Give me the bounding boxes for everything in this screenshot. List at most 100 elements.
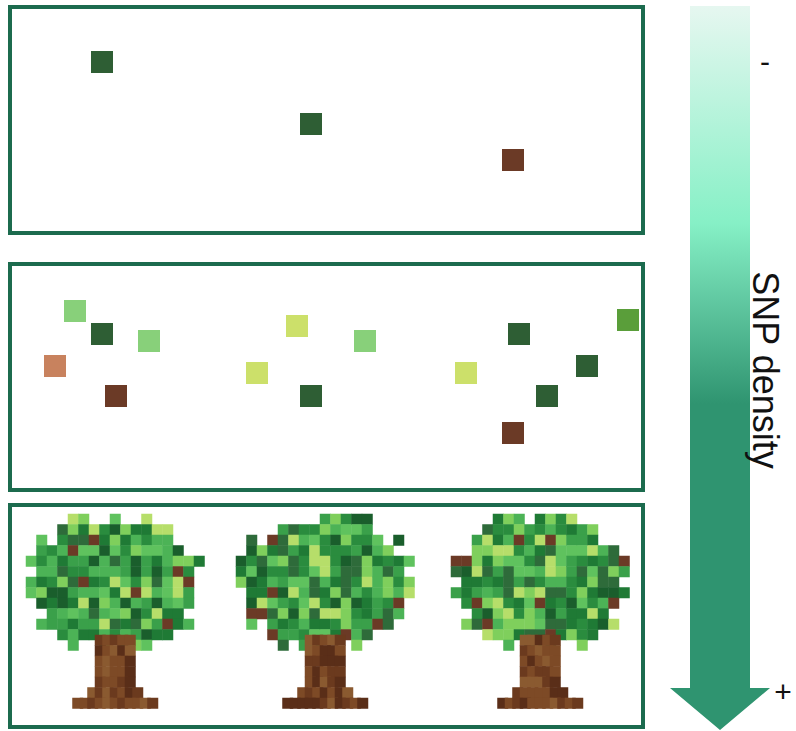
- snp-square: [351, 640, 362, 651]
- snp-square: [141, 587, 152, 598]
- snp-square: [300, 385, 322, 407]
- snp-square: [47, 587, 58, 598]
- snp-square: [246, 545, 257, 556]
- snp-square: [131, 556, 142, 567]
- snp-square: [131, 524, 142, 535]
- snp-square: [545, 619, 556, 630]
- snp-square: [152, 619, 163, 630]
- snp-square: [110, 556, 121, 567]
- snp-square: [68, 598, 79, 609]
- snp-square: [125, 656, 136, 667]
- snp-square: [320, 608, 331, 619]
- snp-square: [566, 587, 577, 598]
- snp-square: [545, 545, 556, 556]
- snp-square: [362, 566, 373, 577]
- snp-square: [503, 619, 514, 630]
- snp-square: [472, 587, 483, 598]
- snp-square: [472, 545, 483, 556]
- snp-square: [78, 535, 89, 546]
- snp-square: [278, 535, 289, 546]
- snp-square: [246, 619, 257, 630]
- snp-square: [535, 545, 546, 556]
- snp-square: [587, 629, 598, 640]
- snp-square: [99, 566, 110, 577]
- snp-square: [246, 566, 257, 577]
- snp-square: [393, 608, 404, 619]
- snp-square: [68, 566, 79, 577]
- snp-square: [383, 619, 394, 630]
- snp-square: [566, 598, 577, 609]
- snp-square: [372, 598, 383, 609]
- snp-square: [288, 535, 299, 546]
- snp-square: [341, 524, 352, 535]
- snp-square: [288, 587, 299, 598]
- snp-square: [550, 677, 561, 688]
- snp-square: [351, 514, 362, 525]
- snp-square: [89, 577, 100, 588]
- snp-square: [587, 535, 598, 546]
- snp-square: [110, 545, 121, 556]
- snp-square: [194, 556, 205, 567]
- snp-square: [288, 524, 299, 535]
- snp-square: [152, 587, 163, 598]
- snp-square: [141, 608, 152, 619]
- snp-square: [78, 608, 89, 619]
- snp-square: [587, 556, 598, 567]
- snp-square: [472, 556, 483, 567]
- snp-square: [278, 608, 289, 619]
- snp-square: [78, 566, 89, 577]
- snp-square: [535, 514, 546, 525]
- snp-square: [267, 556, 278, 567]
- snp-square: [26, 556, 37, 567]
- snp-square: [125, 666, 136, 677]
- snp-square: [141, 514, 152, 525]
- snp-square: [451, 566, 462, 577]
- snp-square: [587, 566, 598, 577]
- snp-square: [288, 608, 299, 619]
- snp-square: [57, 545, 68, 556]
- snp-square: [451, 556, 462, 567]
- snp-square: [535, 598, 546, 609]
- snp-square: [351, 556, 362, 567]
- snp-square: [99, 524, 110, 535]
- snp-square: [309, 577, 320, 588]
- snp-square: [299, 545, 310, 556]
- snp-square: [141, 629, 152, 640]
- snp-square: [372, 587, 383, 598]
- snp-square: [608, 598, 619, 609]
- snp-square: [461, 598, 472, 609]
- snp-square: [482, 619, 493, 630]
- snp-square: [68, 535, 79, 546]
- snp-squares: [44, 51, 639, 444]
- snp-square: [383, 598, 394, 609]
- snp-square: [99, 577, 110, 588]
- snp-square: [598, 598, 609, 609]
- snp-square: [278, 640, 289, 651]
- snp-square: [404, 587, 415, 598]
- snp-square: [330, 619, 341, 630]
- snp-square: [493, 619, 504, 630]
- snp-square: [514, 535, 525, 546]
- snp-square: [162, 545, 173, 556]
- snp-square: [351, 629, 362, 640]
- snp-square: [493, 587, 504, 598]
- snp-square: [461, 566, 472, 577]
- snp-square: [566, 514, 577, 525]
- snp-square: [141, 566, 152, 577]
- snp-square: [587, 608, 598, 619]
- snp-square: [550, 666, 561, 677]
- snp-square: [503, 514, 514, 525]
- snp-square: [383, 566, 394, 577]
- snp-square: [320, 577, 331, 588]
- snp-square: [461, 556, 472, 567]
- snp-square: [68, 608, 79, 619]
- snp-square: [393, 577, 404, 588]
- snp-square: [110, 608, 121, 619]
- snp-square: [57, 619, 68, 630]
- snp-square: [257, 598, 268, 609]
- snp-square: [152, 577, 163, 588]
- snp-square: [341, 556, 352, 567]
- snp-square: [472, 577, 483, 588]
- snp-square: [577, 556, 588, 567]
